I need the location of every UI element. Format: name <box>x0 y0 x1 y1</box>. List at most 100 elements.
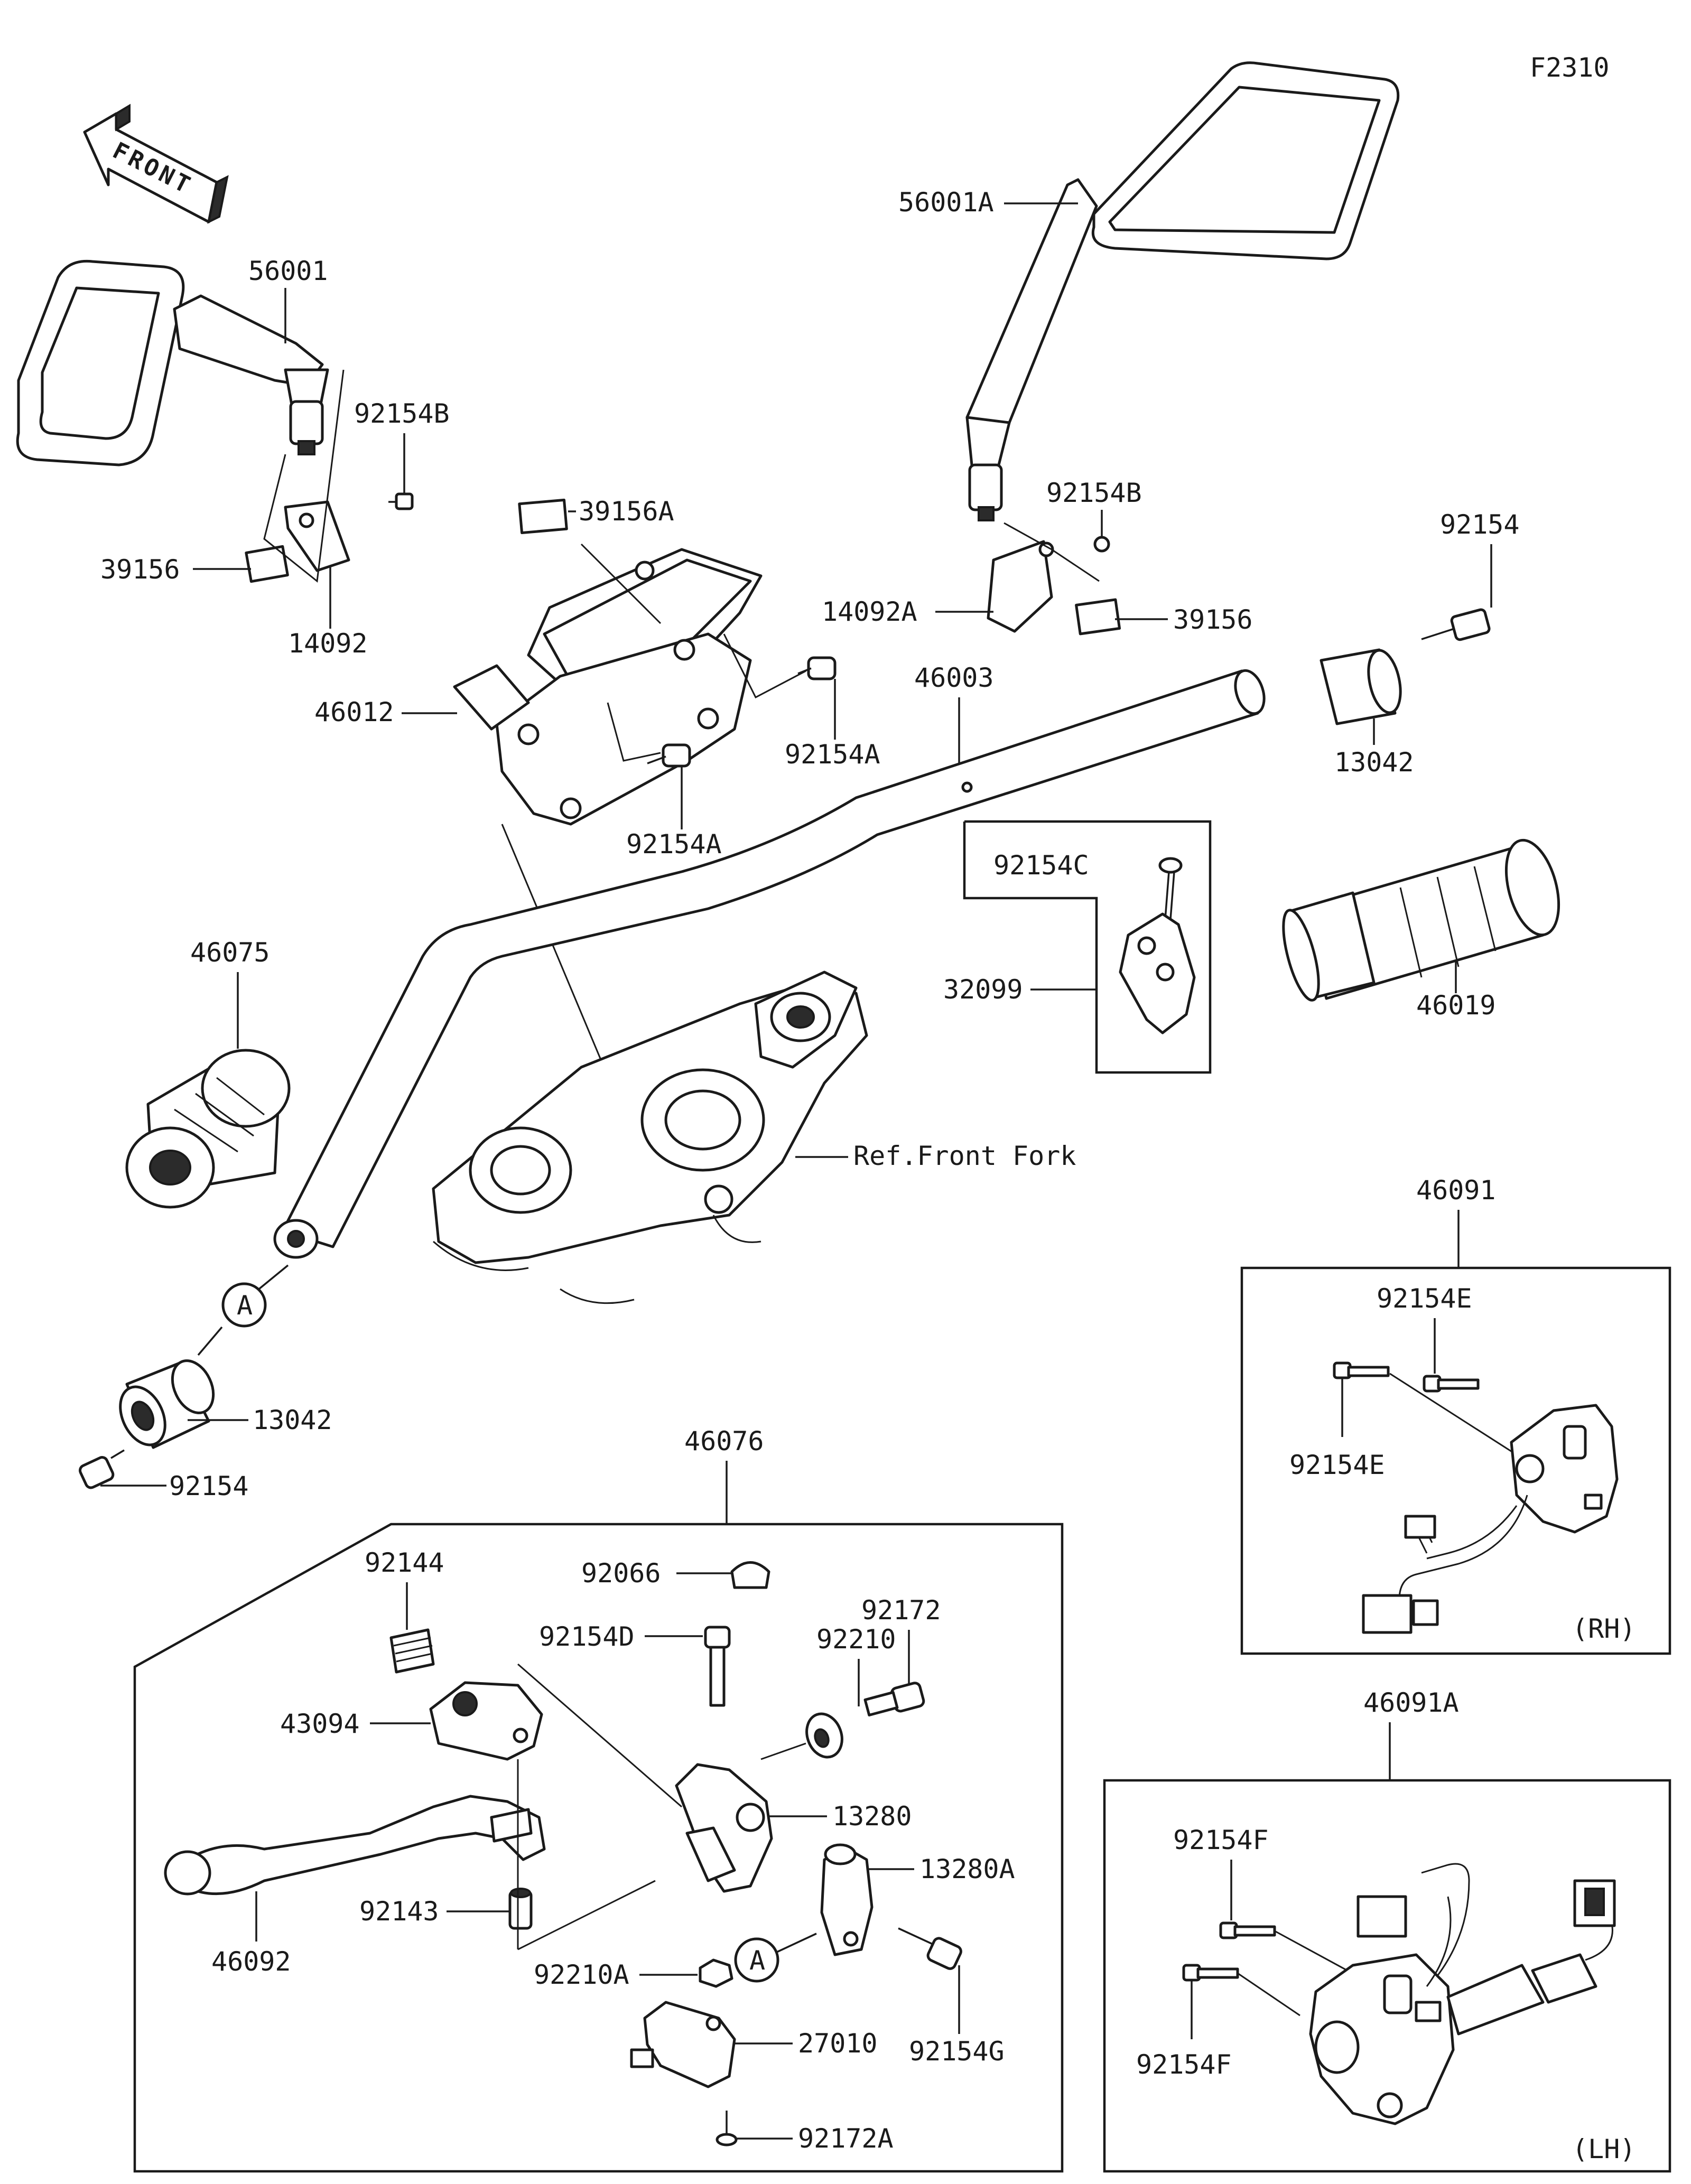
label-46003: 46003 <box>914 662 994 693</box>
reference-circle-a-lower <box>734 1937 779 1983</box>
inset-box-46076 <box>133 1523 1064 2173</box>
right-mirror-cover-39156 <box>1075 598 1121 636</box>
holder-bolt-92154G <box>898 1927 962 1970</box>
bolt-92172 <box>863 1682 925 1716</box>
left-mirror-56001 <box>16 259 329 466</box>
lh-handlebar-switch <box>1309 1953 1455 2125</box>
label-92154F-upper: 92154F <box>1173 1825 1269 1855</box>
label-39156A: 39156A <box>579 496 674 527</box>
nut-92210 <box>805 1712 843 1759</box>
label-92154F-lower: 92154F <box>1136 2049 1232 2080</box>
label-43094: 43094 <box>280 1709 360 1739</box>
label-46091A: 46091A <box>1363 1687 1459 1718</box>
inset-box-46091-rh <box>1240 1266 1671 1655</box>
label-92154A-upper: 92154A <box>785 739 880 770</box>
reference-circle-a-upper <box>221 1282 267 1328</box>
bar-end-bolt-92154-right <box>1421 608 1491 641</box>
label-46012: 46012 <box>314 697 394 727</box>
label-92154B-left: 92154B <box>354 398 450 429</box>
lh-switch-wiring-connector <box>1356 1863 1616 2036</box>
label-46092: 46092 <box>211 1946 291 1977</box>
rh-handlebar-switch <box>1510 1404 1619 1534</box>
left-mirror-bracket-14092 <box>284 500 350 572</box>
label-92154-right: 92154 <box>1440 509 1520 540</box>
label-56001A: 56001A <box>898 187 994 218</box>
right-mirror-bracket-14092A <box>987 540 1054 633</box>
clamp-13280A <box>820 1843 874 1956</box>
label-13042-right: 13042 <box>1334 747 1414 778</box>
label-39156-left: 39156 <box>100 554 180 585</box>
label-92144: 92144 <box>365 1547 444 1578</box>
label-46019: 46019 <box>1416 990 1496 1021</box>
front-fork-top-yoke-reference <box>432 970 868 1304</box>
label-56001: 56001 <box>248 256 328 286</box>
collar-92143 <box>508 1888 533 1930</box>
label-46075: 46075 <box>190 937 270 968</box>
label-92143: 92143 <box>359 1896 439 1927</box>
label-92154G: 92154G <box>909 2036 1005 2067</box>
switch-screw-92154E-upper <box>1423 1375 1480 1393</box>
label-lh: (LH) <box>1572 2134 1636 2164</box>
label-32099: 32099 <box>943 974 1023 1005</box>
clutch-switch-27010 <box>630 2001 736 2088</box>
throttle-grip-46019 <box>1282 838 1560 1002</box>
label-92154A-lower: 92154A <box>626 829 722 860</box>
handlebar-weight-13042-left <box>119 1359 215 1449</box>
label-13042-left: 13042 <box>253 1405 332 1435</box>
clamp-bolt-92154A-upper <box>797 656 837 680</box>
clamp-bolt-92154A-lower <box>647 743 691 768</box>
diagram-code: F2310 <box>1530 52 1610 83</box>
handlebar-grip-46075 <box>125 1049 291 1209</box>
left-mirror-bolt-92154B <box>388 492 414 510</box>
label-92066: 92066 <box>581 1558 661 1589</box>
bar-end-bolt-92154-left <box>79 1449 125 1489</box>
inset-box-32099 <box>963 820 1212 1074</box>
label-92210: 92210 <box>816 1624 896 1655</box>
label-92154C: 92154C <box>993 850 1089 881</box>
inset-box-46091A-lh <box>1103 1779 1671 2173</box>
handlebar-46003 <box>273 669 1266 1259</box>
label-92210A: 92210A <box>534 1959 629 1990</box>
label-92172: 92172 <box>861 1595 941 1626</box>
label-13280: 13280 <box>832 1801 912 1832</box>
label-46091: 46091 <box>1416 1175 1496 1206</box>
master-cylinder-13280 <box>675 1763 773 1893</box>
cap-92066 <box>730 1561 770 1589</box>
spring-92144 <box>389 1628 435 1674</box>
front-direction-arrow: FRONT <box>83 104 229 224</box>
left-mirror-cover-39156 <box>245 545 289 583</box>
handlebar-upper-clamp-46012 <box>453 548 763 826</box>
label-rh: (RH) <box>1572 1613 1636 1644</box>
label-13280A: 13280A <box>919 1854 1015 1884</box>
label-92154D: 92154D <box>539 1621 635 1652</box>
label-14092: 14092 <box>288 628 368 659</box>
screw-92172A <box>716 2111 738 2146</box>
label-92154-left: 92154 <box>169 1471 249 1501</box>
pivot-bolt-92154D <box>704 1626 731 1707</box>
label-92172A: 92172A <box>798 2123 894 2154</box>
switch-screw-92154F-lower <box>1182 1964 1239 1982</box>
label-14092A: 14092A <box>822 596 917 627</box>
handlebar-weight-13042-right <box>1320 648 1402 725</box>
clip-bolt-92154C <box>1158 857 1183 920</box>
lever-holder-43094 <box>429 1681 543 1761</box>
rh-switch-wiring-connector <box>1362 1495 1528 1634</box>
switch-screw-92154E-lower <box>1333 1361 1390 1379</box>
label-46076: 46076 <box>684 1426 764 1457</box>
switch-screw-92154F-upper <box>1219 1921 1276 1939</box>
reference-a-lower: A <box>749 1945 765 1976</box>
label-92154E-lower: 92154E <box>1289 1450 1385 1480</box>
label-27010: 27010 <box>798 2028 878 2059</box>
label-92154E-upper: 92154E <box>1377 1283 1472 1314</box>
reference-a-upper: A <box>237 1290 253 1321</box>
label-ref-front-fork: Ref.Front Fork <box>853 1141 1076 1171</box>
wire-clamp-32099 <box>1119 912 1196 1034</box>
label-39156-right: 39156 <box>1173 604 1253 635</box>
nut-92210A <box>699 1958 733 1988</box>
right-mirror-56001A <box>965 61 1400 521</box>
clutch-lever-46092 <box>164 1795 546 1896</box>
label-92154B-right: 92154B <box>1046 478 1142 508</box>
right-mirror-bolt-92154B <box>1093 536 1110 553</box>
clamp-cover-39156A <box>518 498 568 535</box>
